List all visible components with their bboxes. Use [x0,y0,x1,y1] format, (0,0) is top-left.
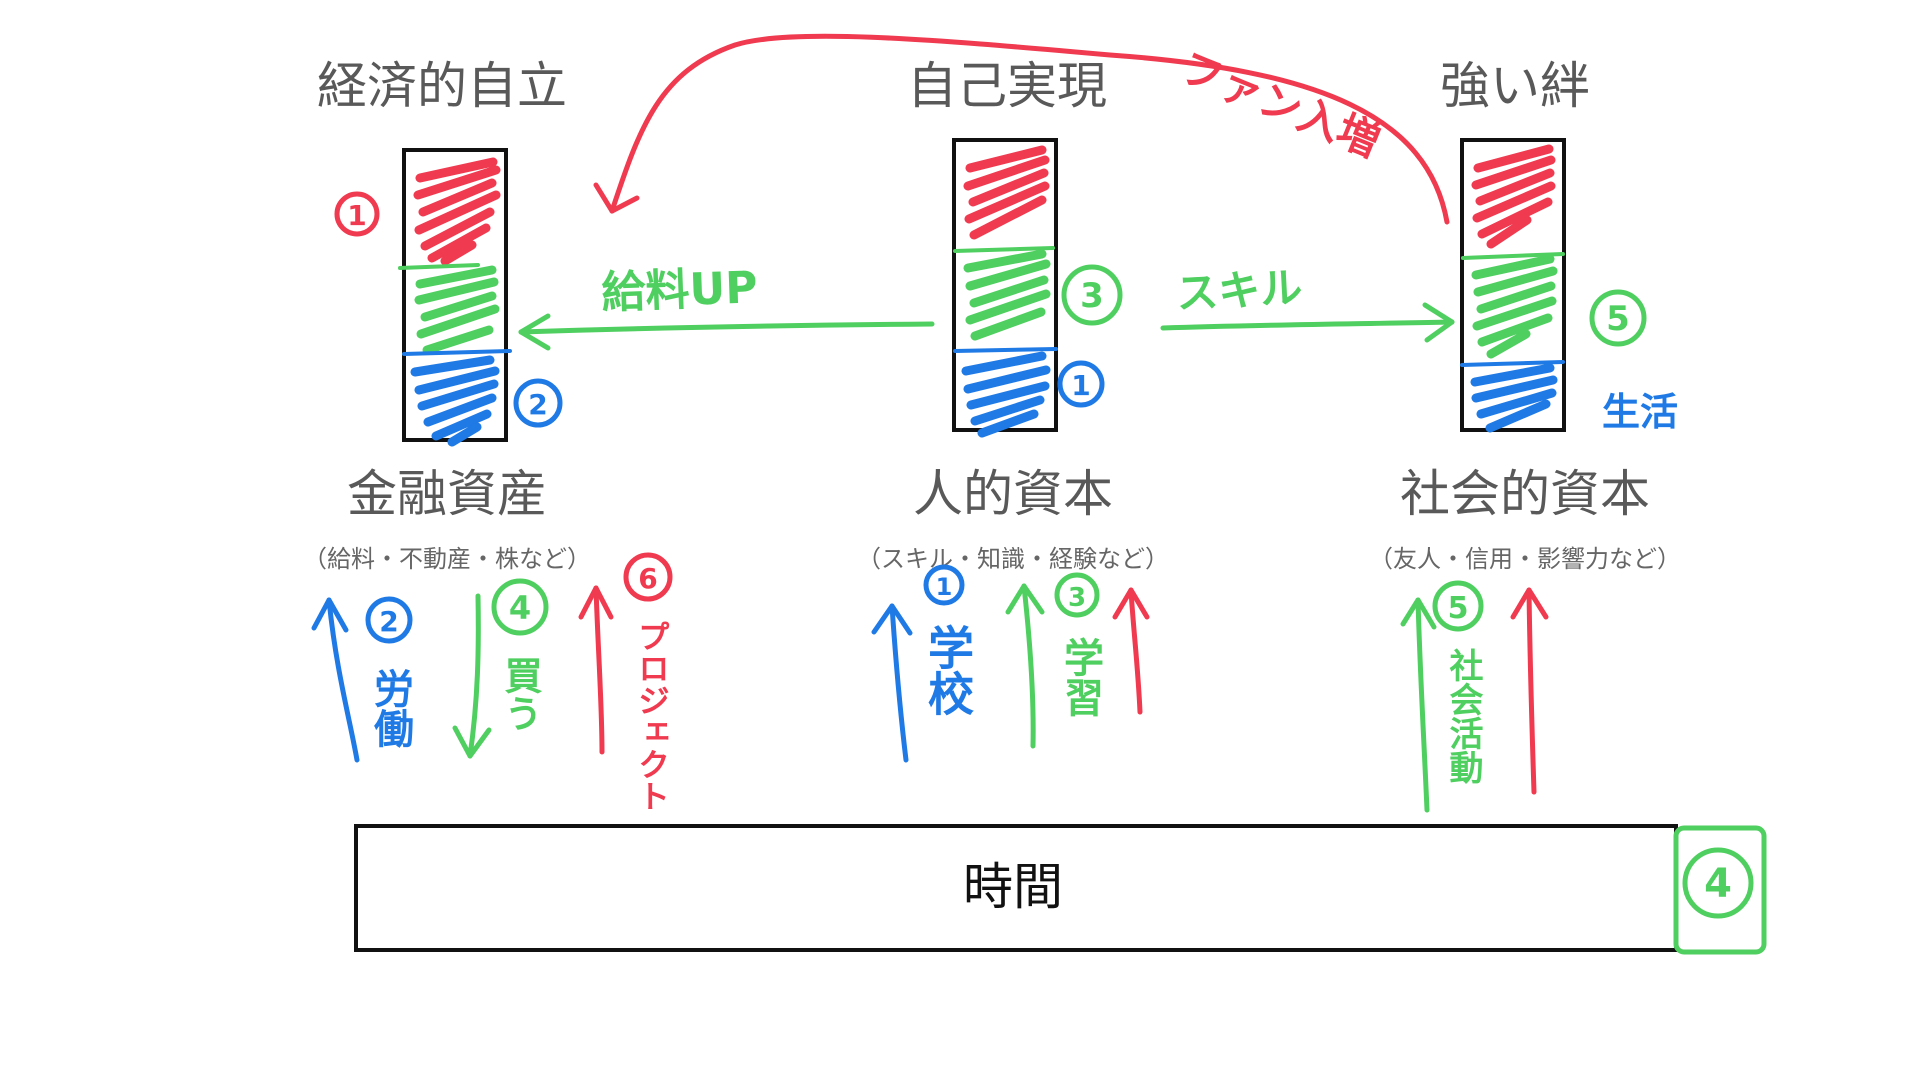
support-annotation: 生活 [1602,390,1678,434]
salary-up-annotation: 給料UP [601,262,759,318]
svg-text:5: 5 [1606,299,1630,339]
buy-label: 買う [498,656,542,732]
social-activity-arrow [1415,597,1430,813]
social-red-fill [1471,144,1556,249]
human-red-fill [963,145,1050,240]
social-green-fill [1471,254,1558,359]
svg-text:1: 1 [347,199,366,232]
project-label: プロジェクト [633,620,671,812]
skill-annotation: スキル [1175,263,1303,319]
top-label-strong-bond: 強い絆 [1440,57,1590,115]
bottom-label-social-capital: 社会的資本 [1400,465,1650,523]
school-arrow-head [871,603,913,636]
circled-number-icon-financial-blue-2: 2 [513,378,563,428]
svg-text:4: 4 [509,589,531,627]
social-blue-divider [1460,360,1565,367]
time-bar [354,824,1678,952]
top-label-self-actualization: 自己実現 [907,57,1107,115]
circled-number-icon-social-activity-5: 5 [1432,580,1484,632]
social-blue-fill [1470,363,1558,433]
svg-text:4: 4 [1704,861,1732,907]
social-activity-arrow-head [1400,597,1437,630]
salary-up-arrow-head [518,313,551,351]
skill-arrow [1160,319,1455,331]
time-label: 時間 [963,858,1063,916]
circled-number-icon-financial-red-1: 1 [334,191,380,237]
human-red-arrow-head [1112,587,1150,620]
red-curved-arrow [609,33,1450,225]
study-label: 学習 [1057,637,1103,717]
svg-text:5: 5 [1448,591,1469,626]
buy-arrow [467,593,481,759]
circled-number-icon-study-3: 3 [1054,572,1100,618]
labor-label: 労働 [367,668,414,748]
svg-text:3: 3 [1068,583,1086,613]
svg-text:6: 6 [638,562,657,595]
school-label: 学校 [921,624,975,716]
human-blue-divider [953,347,1058,353]
sub-label-social: （友人・信用・影響力など） [1369,545,1681,573]
skill-arrow-head [1422,302,1455,343]
social-green-divider [1461,252,1565,260]
circled-number-icon-project-6: 6 [623,552,673,602]
labor-arrow [326,597,360,763]
circled-number-icon-human-green-3: 3 [1061,264,1123,326]
financial-red-fill [413,157,501,266]
circled-number-icon-social-green-5: 5 [1589,289,1647,347]
circled-number-icon-buy-4: 4 [491,578,549,636]
svg-text:2: 2 [528,388,547,421]
buy-arrow-head [452,725,492,759]
labor-arrow-head [311,597,349,633]
study-arrow [1021,583,1036,749]
sub-label-financial: （給料・不動産・株など） [303,545,591,573]
human-green-fill [963,249,1051,341]
salary-up-arrow [518,321,935,335]
bottom-label-financial-assets: 金融資産 [347,465,547,523]
svg-text:1: 1 [1071,369,1090,402]
social-red-arrow-head [1510,587,1549,620]
human-blue-fill [961,351,1051,438]
financial-green-fill [414,265,500,355]
financial-blue-fill [410,355,500,447]
red-curved-arrow-head [593,182,640,214]
financial-green-divider [398,263,480,270]
human-red-arrow [1128,587,1143,715]
circled-number-icon-labor-2: 2 [365,596,413,644]
time-box-green-outline [1673,825,1767,955]
sub-label-human: （スキル・知識・経験など） [857,545,1169,573]
svg-text:2: 2 [379,605,398,638]
human-green-divider [953,246,1055,253]
project-arrow [593,585,605,755]
financial-blue-divider [402,349,512,356]
social-red-arrow [1526,587,1537,795]
study-arrow-head [1005,583,1045,615]
circled-number-icon-human-blue-1: 1 [1057,360,1105,408]
svg-text:3: 3 [1080,276,1104,316]
circled-number-icon-school-1: 1 [923,564,965,606]
project-arrow-head [578,585,614,620]
bottom-label-human-capital: 人的資本 [913,465,1113,523]
svg-text:1: 1 [936,573,953,601]
top-label-financial-independence: 経済的自立 [317,57,567,115]
social-activity-label: 社会活動 [1443,648,1483,785]
circled-number-icon-time-4: 4 [1682,847,1754,919]
school-arrow [889,603,909,763]
